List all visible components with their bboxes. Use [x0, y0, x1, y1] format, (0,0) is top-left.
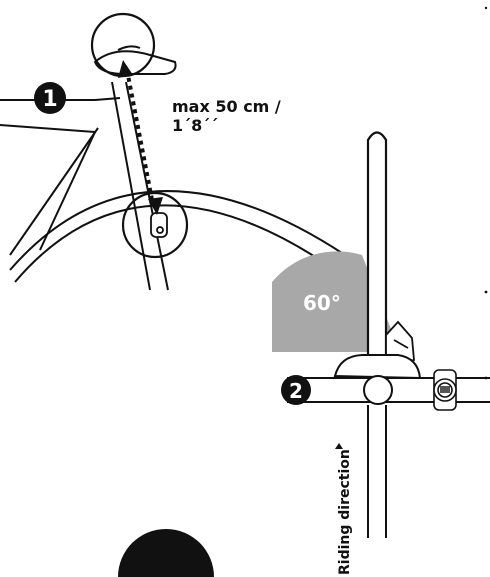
bike-frame	[0, 81, 169, 291]
steerer-tube	[367, 405, 387, 538]
sensor-detail-circle	[121, 191, 189, 259]
handlebar	[287, 375, 490, 405]
speed-sensor	[150, 212, 168, 238]
direction-arrow	[335, 443, 343, 449]
step-1-number: 1	[42, 87, 57, 112]
riding-direction: Riding direction	[335, 443, 353, 575]
margin-marks	[484, 6, 488, 380]
distance-label-line2: 1´8´´	[172, 116, 218, 135]
watch-icon	[433, 369, 457, 411]
stem-clamp	[333, 354, 422, 380]
distance-arrow	[118, 60, 163, 215]
step-2-number: 2	[289, 379, 303, 403]
step-1-badge: 1	[34, 82, 66, 114]
angle-label: 60°	[303, 291, 341, 315]
next-step-badge-partial	[118, 529, 214, 577]
step-2-badge: 2	[281, 375, 311, 405]
handlebar-stem	[366, 131, 388, 362]
riding-direction-label: Riding direction	[337, 449, 353, 575]
distance-label-line1: max 50 cm /	[172, 97, 281, 116]
saddle	[93, 45, 177, 75]
